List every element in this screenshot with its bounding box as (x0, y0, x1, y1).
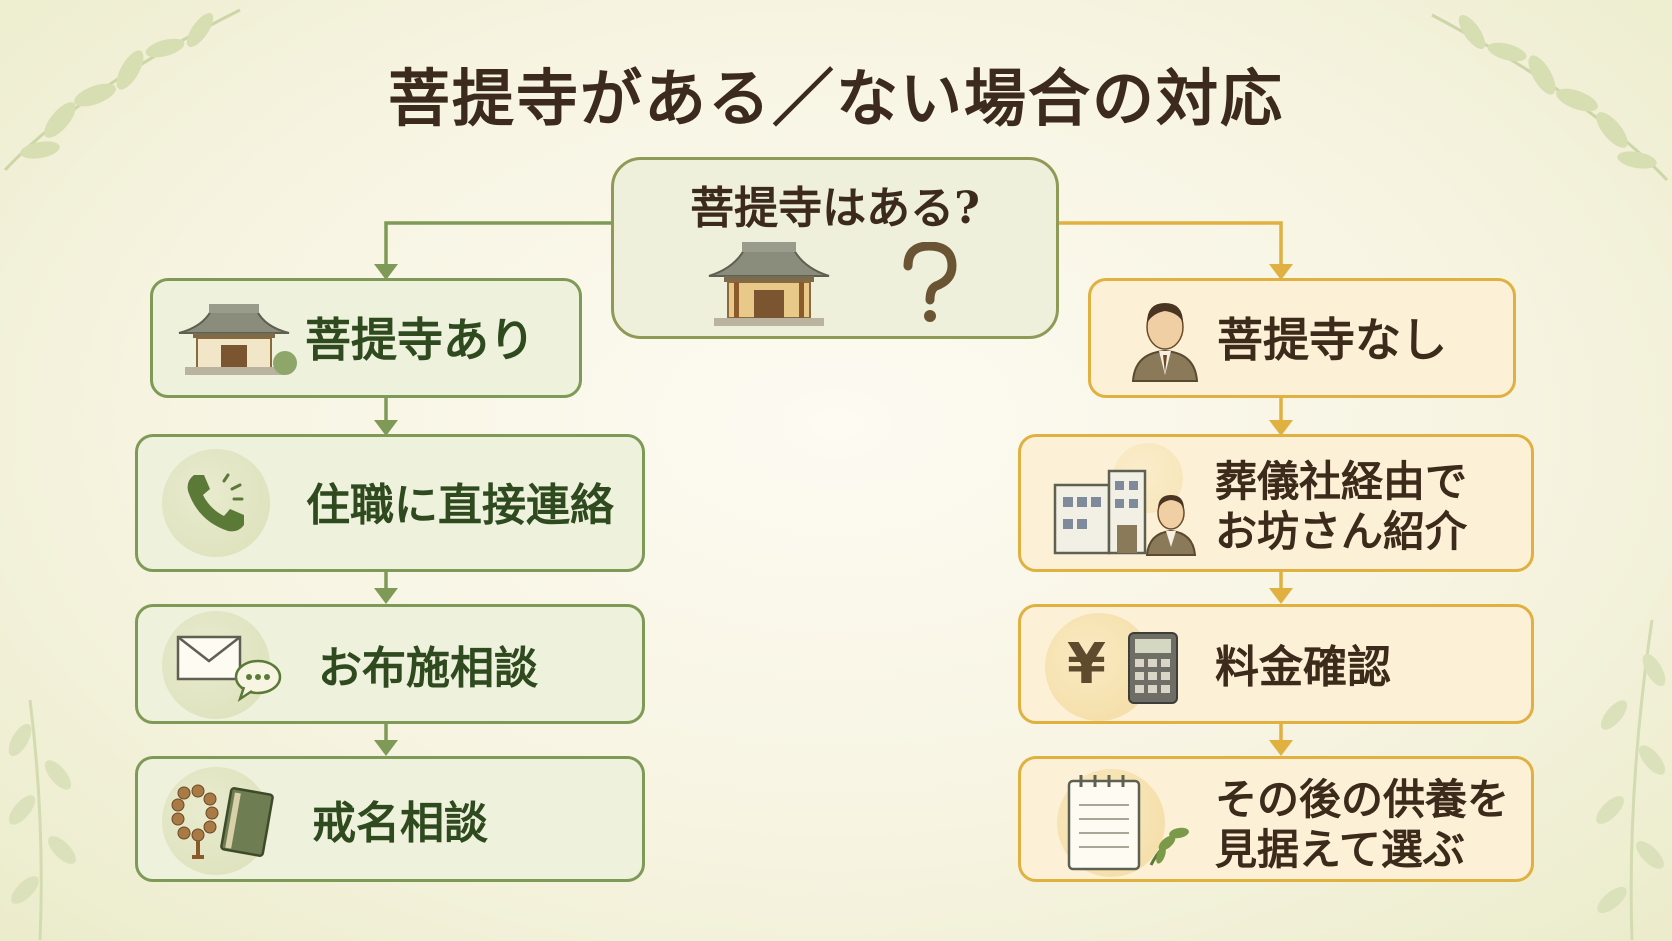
right-step-1-line2: お坊さん紹介 (1215, 507, 1468, 556)
svg-text:¥: ¥ (1067, 632, 1106, 697)
leaf-branch-bottom-left-decoration (8, 700, 76, 941)
page-title: 菩提寺がある／ない場合の対応 (387, 62, 1284, 135)
question-label: 菩提寺はある? (690, 183, 980, 234)
left-step-contact-priest: 住職に直接連絡 (135, 434, 645, 572)
staff-person-icon (1131, 303, 1199, 382)
phone-icon (187, 473, 244, 532)
yen-calculator-icon: ¥ (1067, 632, 1178, 704)
right-step-funeral-home-referral: 葬儀社経由で お坊さん紹介 (1018, 434, 1534, 572)
arrow-right-4 (1269, 740, 1293, 756)
left-step-1-label: 住職に直接連絡 (306, 480, 614, 531)
temple-no-label: 菩提寺なし (1217, 313, 1447, 367)
left-step-offering: お布施相談 (135, 604, 645, 724)
right-step-3-line1: その後の供養を (1215, 775, 1510, 824)
beads-icon-circle (162, 767, 274, 875)
notepad-leaf-icon (1067, 775, 1189, 871)
question-box: 菩提寺はある? (611, 157, 1059, 339)
temple-yes-label: 菩提寺あり (305, 313, 535, 367)
right-step-3-line2: 見据えて選ぶ (1215, 825, 1465, 874)
leaf-branch-bottom-right-decoration (1596, 620, 1666, 941)
envelope-chat-icon (176, 635, 282, 703)
envelope-icon-circle (162, 611, 282, 719)
temple-yes-header: 菩提寺あり (150, 278, 582, 398)
leaf-branch-top-right-decoration (1431, 13, 1669, 182)
left-step-2-label: お布施相談 (318, 643, 538, 694)
right-step-1-line1: 葬儀社経由で (1215, 457, 1468, 506)
right-step-2-label: 料金確認 (1215, 642, 1391, 693)
funeral-hall-staff-icon (1053, 469, 1197, 556)
right-step-price-check: ¥ 料金確認 (1018, 604, 1534, 724)
temple-icon (178, 304, 297, 375)
right-step-future-memorial: その後の供養を 見据えて選ぶ (1018, 756, 1534, 882)
temple-no-header: 菩提寺なし (1088, 278, 1516, 398)
temple-icon (708, 242, 830, 326)
left-step-posthumous-name: 戒名相談 (135, 756, 645, 882)
arrow-left-3 (374, 588, 398, 604)
arrow-left-4 (374, 740, 398, 756)
prayer-beads-book-icon (171, 784, 274, 859)
phone-icon-circle (162, 449, 270, 557)
leaf-branch-top-left-decoration (3, 8, 241, 172)
question-mark-icon (903, 242, 957, 322)
left-step-3-label: 戒名相談 (312, 798, 488, 849)
arrow-right-3 (1269, 588, 1293, 604)
